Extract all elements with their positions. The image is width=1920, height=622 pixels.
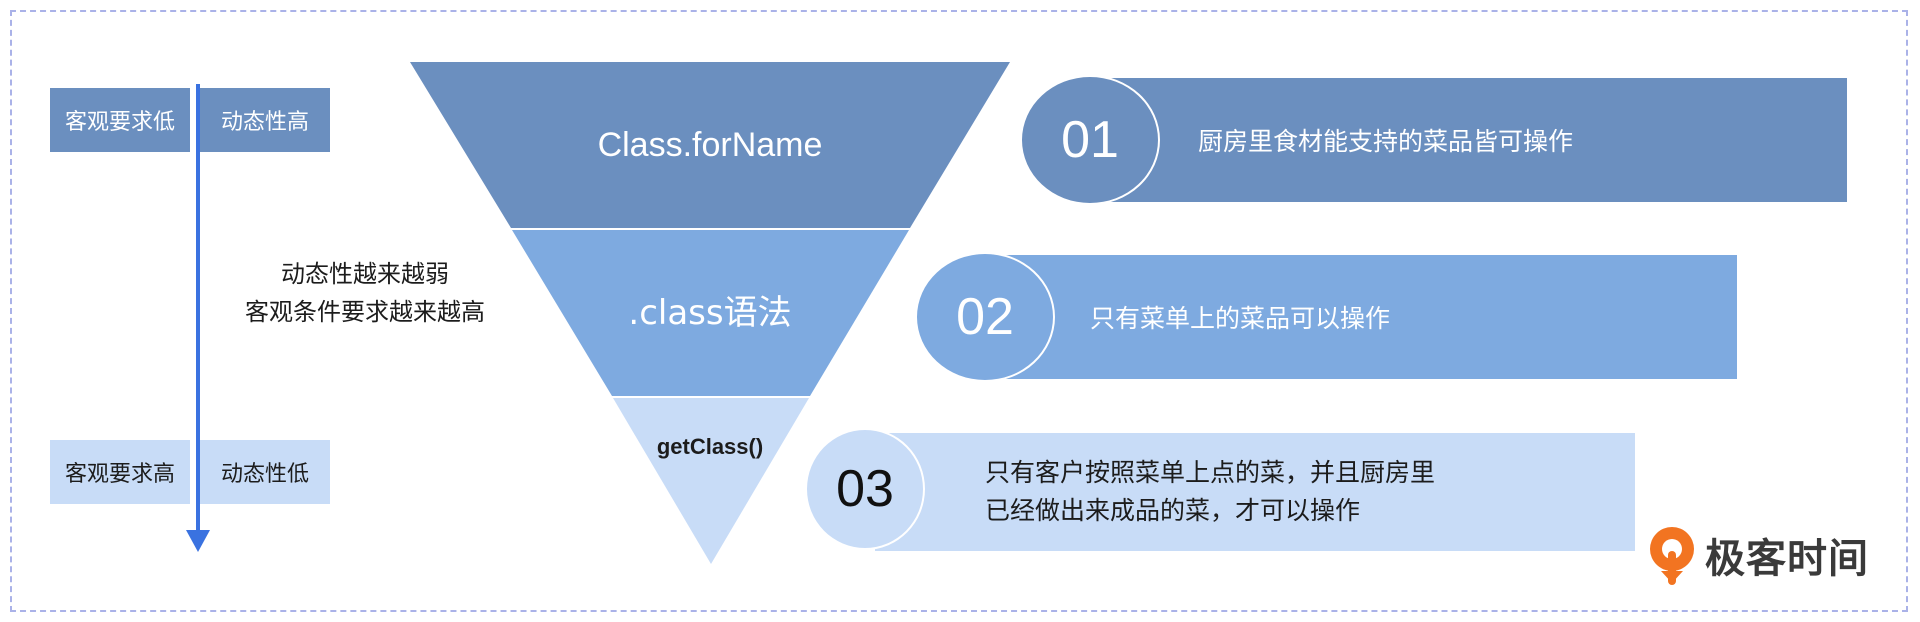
band-02-number: 02: [956, 288, 1014, 346]
band-02-circle: 02: [915, 252, 1055, 382]
trend-line-2: 客观条件要求越来越高: [245, 298, 485, 326]
band-01-text: 厨房里食材能支持的菜品皆可操作: [1198, 127, 1574, 156]
funnel-level-2: [512, 230, 909, 396]
geektime-logo-text: 极客时间: [1705, 536, 1869, 582]
label-low-dynamism: 动态性低: [200, 440, 330, 504]
band-01: 厨房里食材能支持的菜品皆可操作: [1090, 78, 1847, 202]
band-03: 只有客户按照菜单上点的菜，并且厨房里 已经做出来成品的菜，才可以操作: [875, 433, 1635, 551]
trend-text: 动态性越来越弱 客观条件要求越来越高: [200, 255, 530, 331]
band-03-circle: 03: [805, 428, 925, 550]
label-high-dynamism: 动态性高: [200, 88, 330, 152]
band-03-text-line-1: 只有客户按照菜单上点的菜，并且厨房里: [985, 458, 1436, 487]
band-03-text: 只有客户按照菜单上点的菜，并且厨房里 已经做出来成品的菜，才可以操作: [985, 454, 1435, 530]
band-01-number: 01: [1061, 111, 1119, 169]
diagram-frame: [10, 10, 1908, 612]
funnel-label-1: Class.forName: [598, 126, 823, 164]
band-02: 只有菜单上的菜品可以操作: [985, 255, 1737, 379]
band-01-circle: 01: [1020, 75, 1160, 205]
funnel-level-3: [613, 398, 809, 564]
label-low-requirement: 客观要求低: [50, 88, 190, 152]
funnel-label-3: getClass(): [657, 434, 763, 459]
trend-line-1: 动态性越来越弱: [281, 260, 449, 288]
band-03-text-line-2: 已经做出来成品的菜，才可以操作: [985, 496, 1361, 525]
label-high-requirement: 客观要求高: [50, 440, 190, 504]
band-02-text: 只有菜单上的菜品可以操作: [1090, 304, 1391, 333]
funnel-level-1: [410, 62, 1010, 228]
funnel-label-2: .class语法: [628, 293, 791, 333]
geektime-logo-icon: [1650, 527, 1694, 585]
downward-arrow: [186, 84, 210, 552]
geektime-logo: 极客时间: [1645, 525, 1869, 585]
band-03-number: 03: [836, 460, 894, 518]
